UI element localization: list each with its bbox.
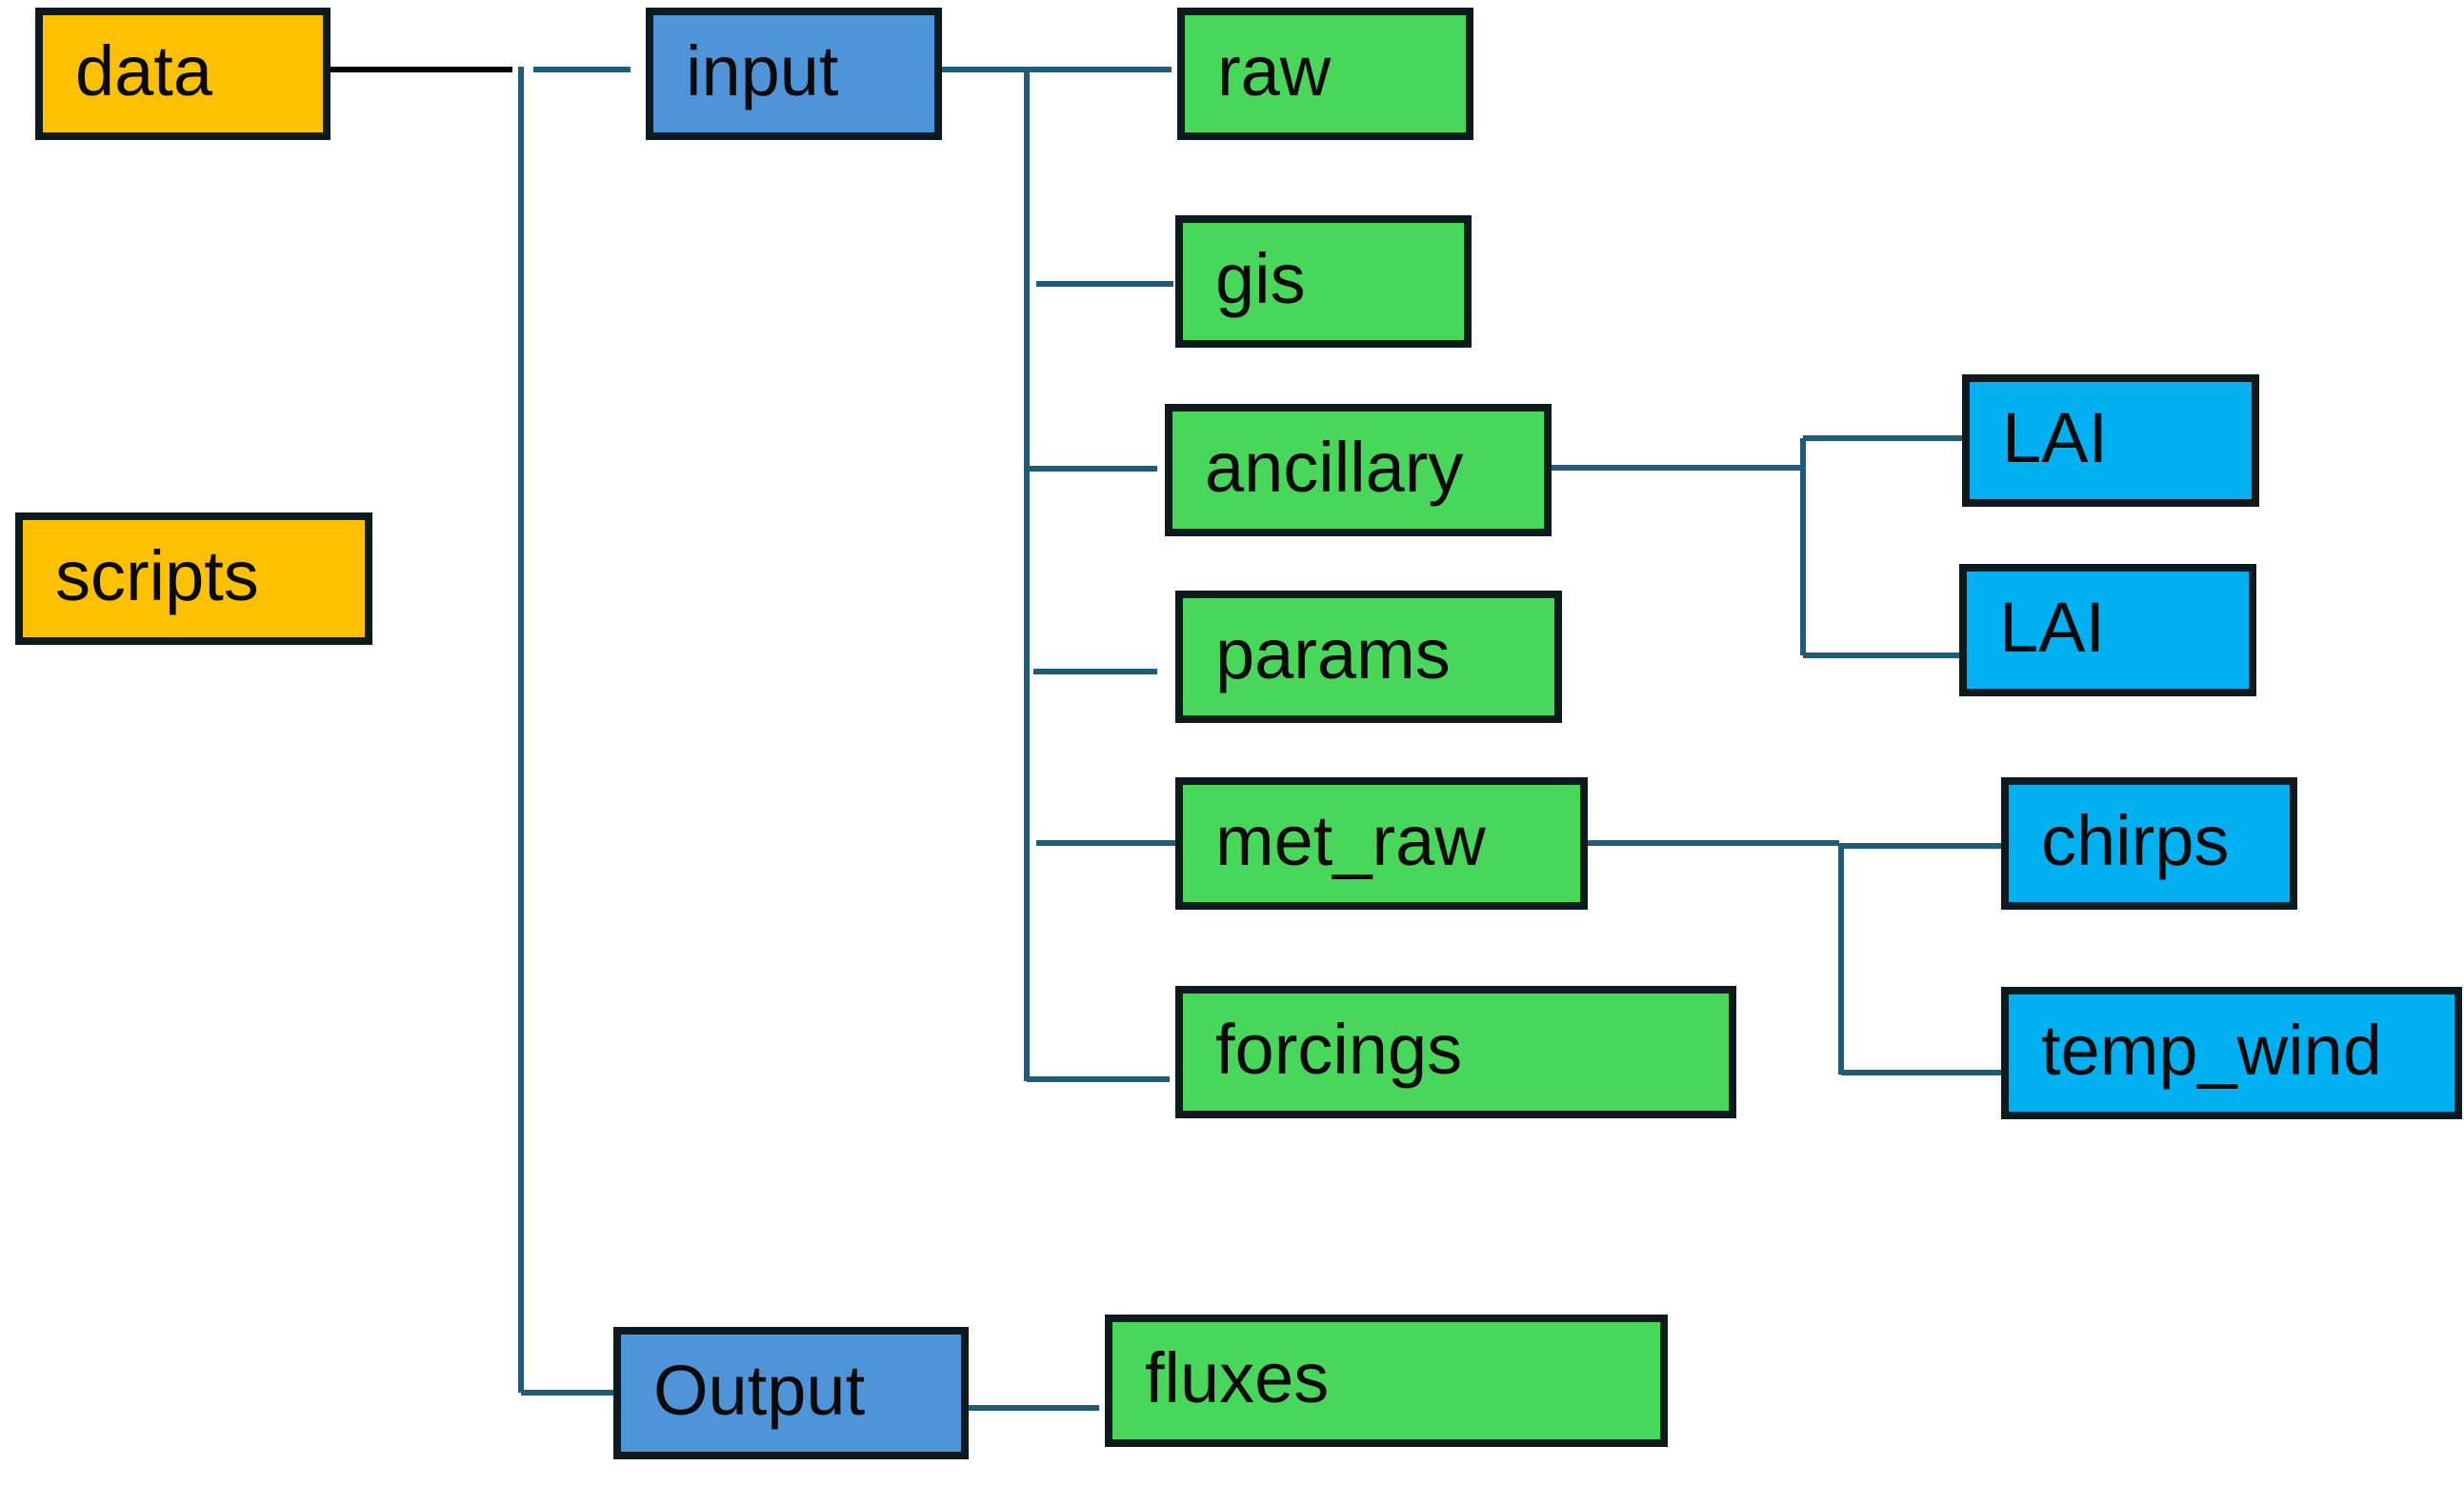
folder-node-input: input [646,8,942,140]
folder-label-output: Output [653,1350,866,1430]
folder-node-forcings: forcings [1175,986,1736,1118]
folder-label-params: params [1215,613,1451,693]
folder-node-scripts: scripts [15,512,372,645]
folder-label-temp-wind: temp_wind [2041,1010,2382,1090]
folder-node-gis: gis [1175,215,1472,348]
folder-label-met-raw: met_raw [1215,800,1486,880]
folder-label-forcings: forcings [1215,1009,1463,1089]
folder-node-lai-2: LAI [1959,564,2256,696]
folder-node-temp-wind: temp_wind [2001,987,2462,1119]
folder-label-data: data [75,30,213,110]
folder-label-lai-1: LAI [2002,397,2109,477]
folder-label-gis: gis [1215,238,1306,318]
folder-node-chirps: chirps [2001,777,2297,910]
folder-node-ancillary: ancillary [1165,404,1552,536]
folder-label-scripts: scripts [55,535,259,615]
folder-node-output: Output [613,1327,969,1459]
folder-label-input: input [686,30,839,110]
folder-node-fluxes: fluxes [1105,1315,1668,1447]
folder-label-chirps: chirps [2041,800,2230,880]
folder-label-lai-2: LAI [1999,587,2106,667]
folder-label-fluxes: fluxes [1145,1337,1330,1417]
folder-node-met-raw: met_raw [1175,777,1588,910]
folder-node-data: data [35,8,331,140]
folder-label-raw: raw [1217,30,1332,110]
folder-node-params: params [1175,591,1562,723]
folder-label-ancillary: ancillary [1205,427,1464,507]
folder-node-raw: raw [1177,8,1473,140]
folder-node-lai-1: LAI [1962,374,2259,507]
